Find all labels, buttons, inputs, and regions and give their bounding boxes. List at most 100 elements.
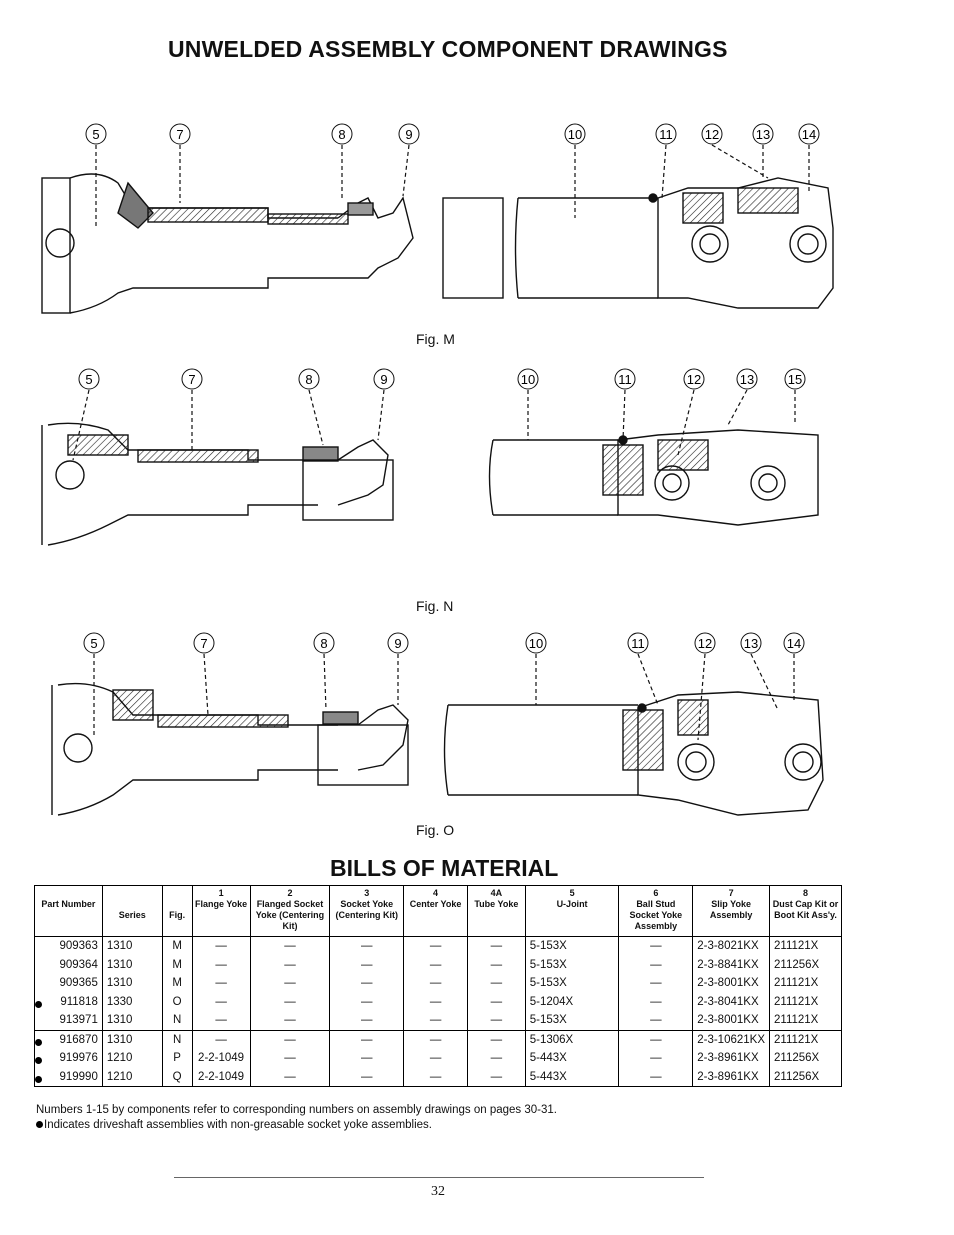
callout-5: 5 xyxy=(78,368,100,390)
svg-text:5: 5 xyxy=(92,127,99,142)
table-cell: — xyxy=(466,1011,526,1031)
table-cell: — xyxy=(329,936,405,956)
table-cell: M xyxy=(161,936,193,956)
callout-9: 9 xyxy=(373,368,395,390)
table-cell: N xyxy=(161,1011,193,1031)
table-cell: — xyxy=(466,1049,526,1068)
table-cell: 5-153X xyxy=(524,1011,620,1031)
svg-text:7: 7 xyxy=(200,636,207,651)
bullet-dot-icon xyxy=(36,1121,43,1129)
table-cell: — xyxy=(466,936,526,956)
callout-15: 15 xyxy=(784,368,806,390)
svg-text:8: 8 xyxy=(305,372,312,387)
callout-9: 9 xyxy=(398,123,420,145)
table-cell: — xyxy=(249,1011,331,1031)
driveshaft-drawing: 5 7 8 9 10 11 12 13 14 xyxy=(51,632,824,816)
callout-8: 8 xyxy=(313,632,335,654)
table-cell: 5-153X xyxy=(524,955,620,974)
header-part-number: Part Number xyxy=(34,885,103,937)
svg-text:9: 9 xyxy=(394,636,401,651)
table-cell: 2-2-1049 xyxy=(191,1067,251,1087)
table-cell: — xyxy=(249,974,331,993)
footer-rule xyxy=(174,1177,704,1178)
svg-text:10: 10 xyxy=(529,636,543,651)
callout-12: 12 xyxy=(683,368,705,390)
table-cell: — xyxy=(249,992,331,1011)
callout-11: 11 xyxy=(614,368,636,390)
table-cell: 2-3-8961KX xyxy=(692,1067,771,1087)
table-cell: 909363 xyxy=(34,936,103,956)
table-cell: 5-1204X xyxy=(524,992,620,1011)
table-cell: — xyxy=(403,1049,468,1068)
table-cell: 909365 xyxy=(34,974,103,993)
callout-11: 11 xyxy=(655,123,677,145)
table-cell: 1310 xyxy=(101,955,163,974)
callout-10: 10 xyxy=(517,368,539,390)
callout-13: 13 xyxy=(752,123,774,145)
table-cell: 2-3-8041KX xyxy=(692,992,771,1011)
svg-text:11: 11 xyxy=(631,636,645,651)
table-cell: — xyxy=(403,936,468,956)
svg-text:12: 12 xyxy=(705,127,719,142)
table-cell: — xyxy=(191,992,251,1011)
table-cell: 211256X xyxy=(769,1067,842,1087)
table-cell: — xyxy=(403,974,468,993)
table-cell: 919990 xyxy=(34,1067,103,1087)
table-cell: 1310 xyxy=(101,1030,163,1049)
callout-8: 8 xyxy=(298,368,320,390)
footnote-line: Numbers 1-15 by components refer to corr… xyxy=(36,1104,557,1116)
callout-7: 7 xyxy=(169,123,191,145)
driveshaft-drawing: 5 7 8 9 10 11 12 13 14 xyxy=(41,123,834,314)
table-cell: 1310 xyxy=(101,1011,163,1031)
svg-text:5: 5 xyxy=(90,636,97,651)
table-cell: — xyxy=(618,1011,694,1031)
callout-12: 12 xyxy=(701,123,723,145)
table-cell: — xyxy=(618,955,694,974)
svg-text:13: 13 xyxy=(756,127,770,142)
table-cell: 1210 xyxy=(101,1067,163,1087)
svg-text:13: 13 xyxy=(744,636,758,651)
footnotes: Numbers 1-15 by components refer to corr… xyxy=(36,1103,557,1133)
table-cell: 916870 xyxy=(34,1030,103,1049)
page-title: UNWELDED ASSEMBLY COMPONENT DRAWINGS xyxy=(168,36,728,62)
bom-title: BILLS OF MATERIAL xyxy=(330,855,559,881)
table-cell: 1210 xyxy=(101,1049,163,1068)
svg-text:8: 8 xyxy=(338,127,345,142)
table-cell: — xyxy=(329,1049,405,1068)
table-cell: — xyxy=(191,1011,251,1031)
table-cell: — xyxy=(618,974,694,993)
header-fig: Fig. xyxy=(161,885,193,937)
table-cell: 5-153X xyxy=(524,936,620,956)
table-cell: 2-2-1049 xyxy=(191,1049,251,1068)
table-cell: — xyxy=(249,955,331,974)
table-cell: 211256X xyxy=(769,1049,842,1068)
svg-text:12: 12 xyxy=(687,372,701,387)
svg-text:7: 7 xyxy=(188,372,195,387)
table-cell: — xyxy=(466,974,526,993)
footnote-line: Indicates driveshaft assemblies with non… xyxy=(36,1118,557,1133)
table-cell: O xyxy=(161,992,193,1011)
table-cell: — xyxy=(618,992,694,1011)
table-cell: — xyxy=(249,1067,331,1087)
table-cell: — xyxy=(191,955,251,974)
table-cell: — xyxy=(466,1067,526,1087)
non-greasable-marker-icon xyxy=(35,1038,42,1046)
table-cell: — xyxy=(329,1030,405,1049)
assembly-drawing-fig-o: 5 7 8 9 10 11 12 13 14 xyxy=(38,630,838,820)
table-cell: M xyxy=(161,974,193,993)
table-cell: 919976 xyxy=(34,1049,103,1068)
